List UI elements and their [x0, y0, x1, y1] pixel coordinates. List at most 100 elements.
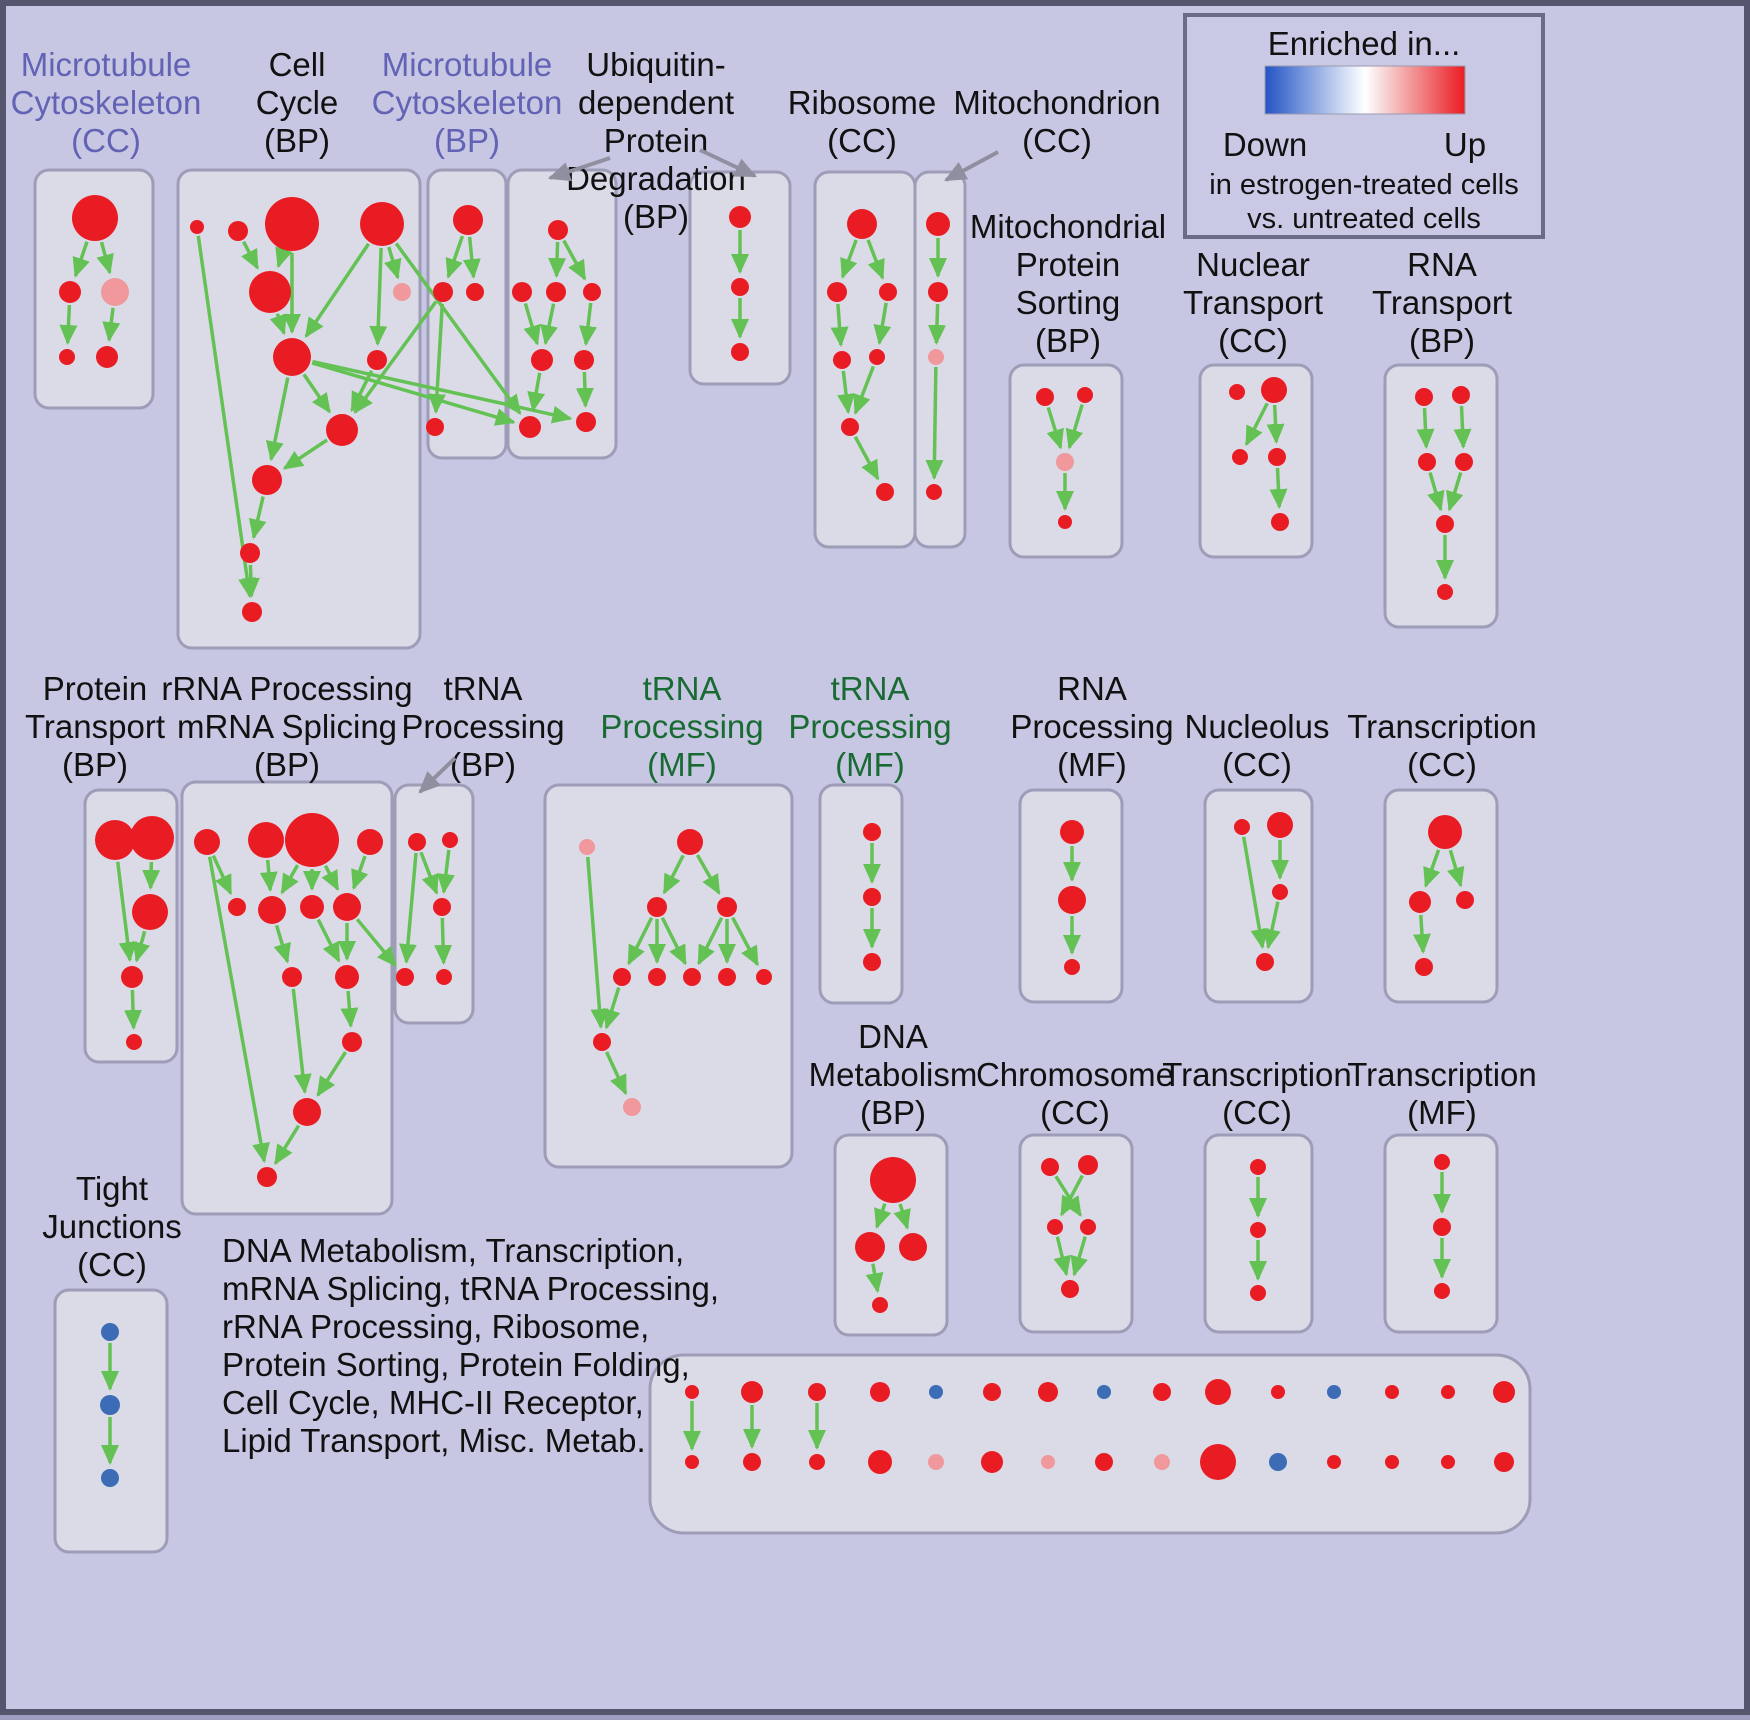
- group-label-microtubule-cytoskeleton-bp: (BP): [434, 122, 500, 159]
- edge-arrow: [853, 435, 880, 481]
- go-term-node: [59, 281, 81, 303]
- go-term-node: [1060, 820, 1084, 844]
- edge-arrow: [697, 916, 724, 966]
- go-term-node: [101, 278, 129, 306]
- edge-arrow: [527, 372, 546, 413]
- group-label-rrna-processing-mrna-splicing-bp: (BP): [254, 746, 320, 783]
- go-term-node: [928, 1454, 944, 1470]
- go-term-node: [1271, 1385, 1285, 1399]
- go-term-node: [132, 894, 168, 930]
- go-term-node: [1078, 1155, 1098, 1175]
- edge-arrow: [211, 854, 233, 896]
- go-term-node: [756, 969, 772, 985]
- go-term-node: [357, 829, 383, 855]
- misc-category-line: Cell Cycle, MHC-II Receptor,: [222, 1384, 644, 1421]
- go-term-node: [1327, 1455, 1341, 1469]
- edge-arrow: [523, 303, 541, 346]
- go-term-node: [273, 338, 311, 376]
- group-label-rna-transport-bp: RNA: [1407, 246, 1477, 283]
- group-label-cell-cycle-bp: Cell: [269, 46, 326, 83]
- go-term-node: [59, 349, 75, 365]
- edge-arrow: [462, 236, 481, 280]
- go-term-node: [926, 212, 950, 236]
- go-term-node: [335, 965, 359, 989]
- legend-subtitle: in estrogen-treated cells: [1209, 169, 1519, 201]
- edge-arrow: [275, 246, 293, 269]
- edge-arrow: [312, 359, 573, 424]
- edge-arrow: [369, 247, 388, 347]
- go-term-node: [1250, 1222, 1266, 1238]
- go-term-node: [101, 1323, 119, 1341]
- edge-arrow: [265, 377, 290, 462]
- go-term-node: [623, 1098, 641, 1116]
- go-term-node: [808, 1383, 826, 1401]
- go-term-node: [285, 813, 339, 867]
- go-term-node: [1409, 891, 1431, 913]
- edge-arrow: [302, 373, 332, 414]
- go-term-node: [1205, 1379, 1231, 1405]
- edge-arrow: [321, 864, 340, 892]
- legend-title: Enriched in...: [1268, 25, 1461, 62]
- edge-arrow: [434, 917, 453, 966]
- group-boxes-layer: [33, 168, 1532, 1554]
- edge-arrow: [1269, 467, 1288, 510]
- go-term-node: [453, 205, 483, 235]
- go-term-node: [613, 968, 631, 986]
- go-term-node: [899, 1233, 927, 1261]
- go-term-node: [583, 283, 601, 301]
- go-term-node: [1385, 1455, 1399, 1469]
- group-box-trna-processing-mf-large: [543, 783, 794, 1169]
- legend-box: [1183, 13, 1545, 239]
- go-term-node: [579, 839, 595, 855]
- edge-arrow: [1423, 849, 1441, 888]
- go-term-node: [1434, 1283, 1450, 1299]
- edge-arrow: [427, 303, 446, 415]
- group-label-ubiquitin-protein-degradation-bp: (BP): [623, 198, 689, 235]
- go-term-node: [342, 1032, 362, 1052]
- go-term-node: [95, 820, 135, 860]
- go-term-node: [833, 351, 851, 369]
- go-term-node: [101, 1469, 119, 1487]
- edge-arrow: [419, 851, 439, 895]
- group-label-transcription-mf: (MF): [1407, 1094, 1477, 1131]
- group-label-transcription-cc-bottom: Transcription: [1162, 1056, 1352, 1093]
- go-term-node: [519, 416, 541, 438]
- legend-gradient-bar: [1264, 65, 1466, 115]
- label-pointer-arrow: [944, 150, 999, 182]
- edge-arrow: [627, 916, 654, 966]
- go-term-node: [718, 968, 736, 986]
- edge-arrow: [660, 916, 687, 966]
- go-term-node: [228, 898, 246, 916]
- go-term-node: [1229, 384, 1245, 400]
- group-label-mitochondrial-protein-sorting-bp: Sorting: [1016, 284, 1121, 321]
- group-box-trna-processing-mf-small: [818, 783, 904, 1005]
- edge-arrow: [830, 303, 849, 348]
- labels-layer: MicrotubuleCytoskeleton(CC)CellCycle(BP)…: [11, 13, 1545, 1459]
- edge-arrow: [259, 859, 278, 893]
- group-label-rna-processing-mf: RNA: [1057, 670, 1127, 707]
- go-term-node: [863, 888, 881, 906]
- go-term-node: [512, 282, 532, 302]
- group-label-nucleolus-cc: (CC): [1222, 746, 1292, 783]
- edge-arrow: [1446, 472, 1464, 512]
- group-label-nuclear-transport-cc: (CC): [1218, 322, 1288, 359]
- go-term-node: [1080, 1219, 1096, 1235]
- go-term-node: [855, 1232, 885, 1262]
- edge-arrow: [291, 988, 312, 1095]
- go-term-node: [1415, 388, 1433, 406]
- go-term-node: [869, 349, 885, 365]
- group-label-rna-processing-mf: (MF): [1057, 746, 1127, 783]
- group-label-protein-transport-bp: (BP): [62, 746, 128, 783]
- go-term-node: [1200, 1444, 1236, 1480]
- edge-arrow: [603, 986, 621, 1030]
- group-label-transcription-cc-bottom: (CC): [1222, 1094, 1292, 1131]
- edge-arrow: [269, 313, 287, 336]
- edge-arrow: [853, 365, 876, 415]
- edge-arrow: [731, 916, 760, 967]
- edge-arrow: [579, 302, 597, 347]
- go-term-node: [1038, 1382, 1058, 1402]
- go-term-node: [1256, 953, 1274, 971]
- edge-arrow: [196, 235, 257, 599]
- go-term-node: [648, 968, 666, 986]
- go-term-node: [1437, 584, 1453, 600]
